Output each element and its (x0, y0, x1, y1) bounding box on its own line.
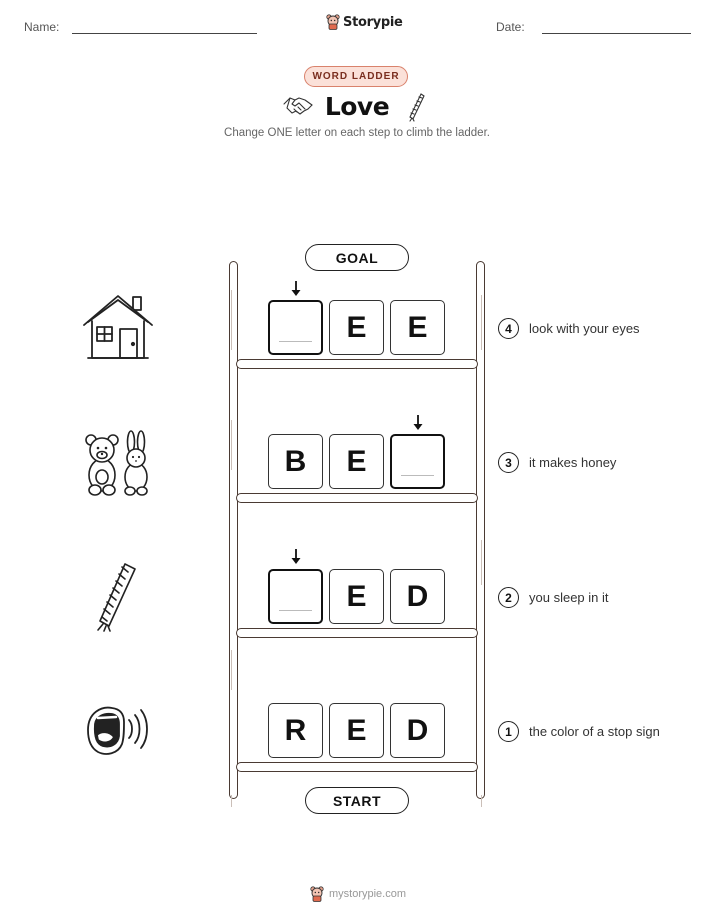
ladder-right-rail (476, 261, 485, 799)
ladder-rung (236, 493, 478, 503)
handshake-icon (283, 97, 313, 115)
name-label: Name: (24, 20, 60, 34)
ladder-rung (236, 628, 478, 638)
wood-grain (481, 295, 482, 350)
date-line[interactable] (542, 33, 691, 34)
down-arrow-icon (291, 549, 301, 564)
letter-input[interactable] (390, 434, 445, 489)
step-number: 4 (498, 318, 519, 339)
name-line[interactable] (72, 33, 257, 34)
clue-text: it makes honey (529, 455, 617, 470)
storypie-bear-icon (326, 14, 340, 30)
letter-tile: E (329, 434, 384, 489)
shouting-mouth-icon (87, 706, 148, 755)
step-number: 2 (498, 587, 519, 608)
letter-tile: B (268, 434, 323, 489)
step-number: 3 (498, 452, 519, 473)
storypie-bear-icon (310, 886, 324, 902)
clue-text: you sleep in it (529, 590, 609, 605)
start-pill: START (305, 787, 409, 814)
letter-tile: E (329, 569, 384, 624)
goal-pill: GOAL (305, 244, 409, 271)
step-number: 1 (498, 721, 519, 742)
clue-text: the color of a stop sign (529, 724, 660, 739)
down-arrow-icon (291, 281, 301, 296)
word-ladder-badge: WORD LADDER (304, 66, 408, 87)
rope-icon (409, 93, 425, 122)
brand-logo: Storypie (326, 14, 403, 30)
letter-tile: E (329, 300, 384, 355)
wood-grain (231, 290, 232, 350)
wood-grain (481, 540, 482, 585)
clue-text: look with your eyes (529, 321, 640, 336)
wood-grain (481, 795, 482, 807)
ladder-rung (236, 359, 478, 369)
teddy-bear-and-bunny-icon (85, 430, 148, 496)
brand-name: Storypie (343, 14, 403, 30)
wood-grain (231, 795, 232, 807)
letter-input[interactable] (268, 300, 323, 355)
rope-icon (97, 563, 136, 632)
footer-url[interactable]: mystorypie.com (329, 888, 407, 900)
letter-tile: R (268, 703, 323, 758)
letter-tile: E (390, 300, 445, 355)
wood-grain (231, 650, 232, 690)
house-icon (83, 295, 153, 359)
down-arrow-icon (413, 415, 423, 430)
letter-tile: E (329, 703, 384, 758)
wood-grain (231, 420, 232, 470)
ladder-rung (236, 762, 478, 772)
ladder-left-rail (229, 261, 238, 799)
letter-tile: D (390, 569, 445, 624)
letter-tile: D (390, 703, 445, 758)
date-label: Date: (496, 20, 525, 34)
letter-input[interactable] (268, 569, 323, 624)
instructions: Change ONE letter on each step to climb … (224, 127, 490, 139)
footer-brand: mystorypie.com (310, 886, 406, 902)
page-title: Love (324, 92, 390, 121)
